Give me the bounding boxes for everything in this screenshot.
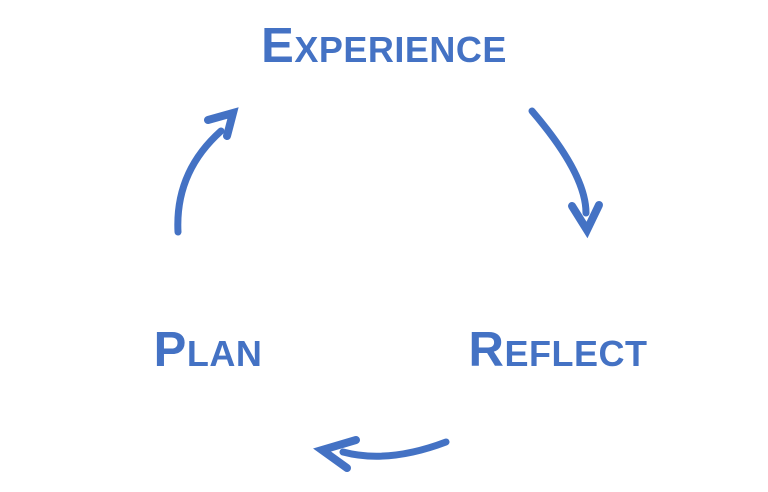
node-experience: Experience xyxy=(261,19,507,73)
arrow-experience-to-reflect-icon xyxy=(528,107,603,239)
arrow-plan-to-experience-icon xyxy=(174,107,239,236)
node-plan: Plan xyxy=(153,323,263,377)
arrow-reflect-to-plan-icon xyxy=(313,436,450,472)
node-reflect: Reflect xyxy=(468,323,648,377)
